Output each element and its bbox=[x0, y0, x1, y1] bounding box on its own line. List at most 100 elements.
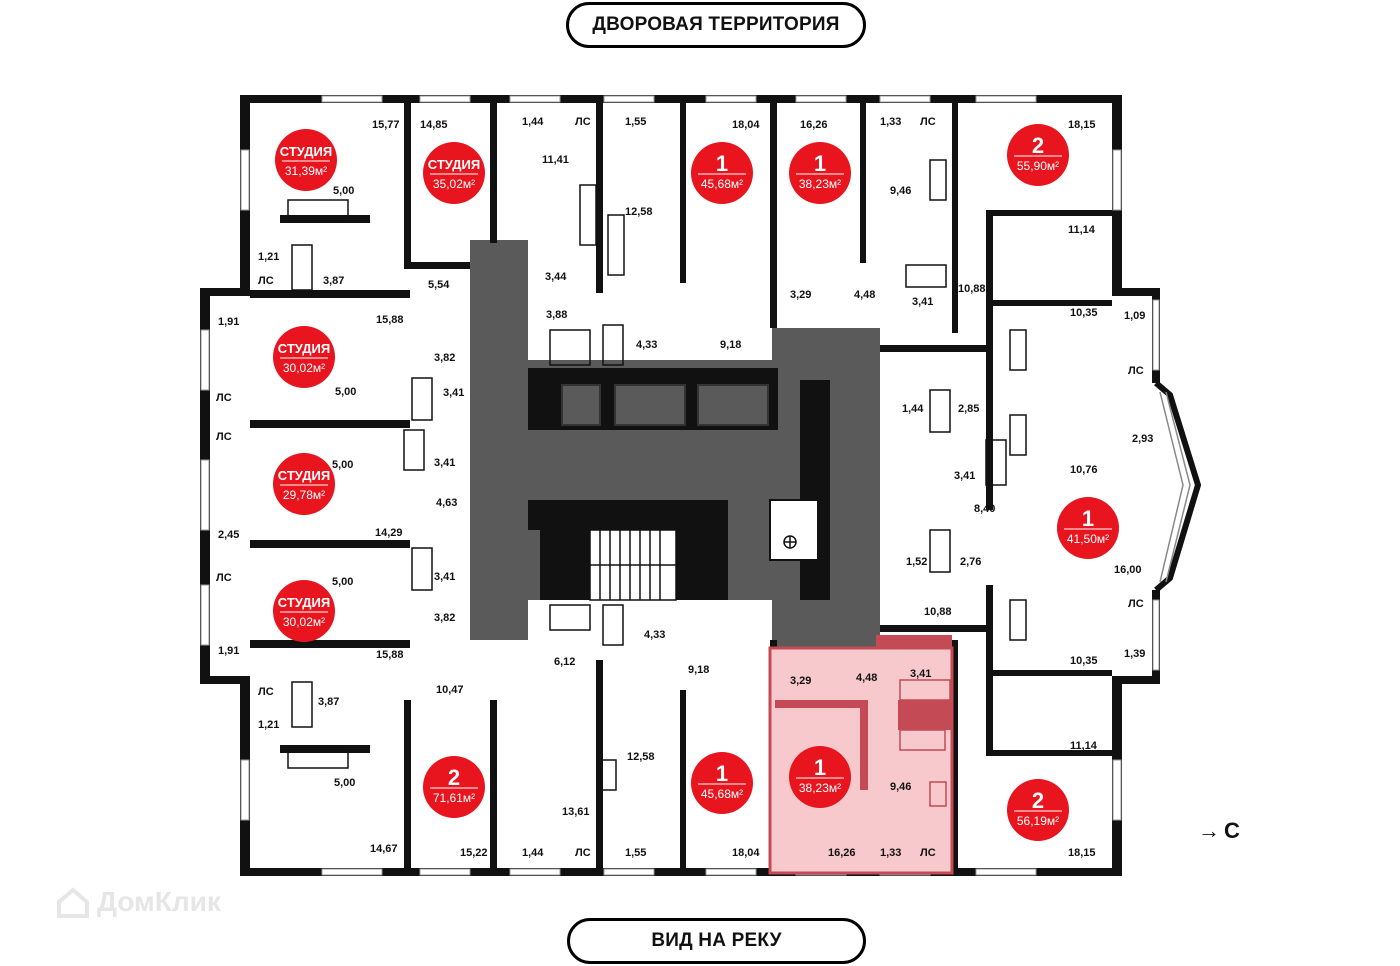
badge-rooms: 1 bbox=[814, 755, 826, 780]
room-area: 5,00 bbox=[332, 576, 353, 588]
apartment-badge[interactable]: 271,61м² bbox=[423, 756, 485, 818]
lc-label: ЛС bbox=[258, 686, 274, 698]
badge-circle bbox=[423, 756, 485, 818]
room-area: 2,93 bbox=[1132, 433, 1153, 445]
room-area: 3,88 bbox=[546, 309, 567, 321]
lc-label: ЛС bbox=[920, 847, 936, 859]
badge-circle bbox=[1007, 124, 1069, 186]
apartment-badge[interactable]: 145,68м² bbox=[691, 142, 753, 204]
arrow-right-icon: → bbox=[1198, 818, 1220, 843]
apartment-badge[interactable]: 141,50м² bbox=[1057, 497, 1119, 559]
room-area: 1,55 bbox=[625, 116, 646, 128]
room-area: 14,29 bbox=[375, 527, 403, 539]
room-area: 18,04 bbox=[732, 119, 760, 131]
badge-rooms: 1 bbox=[1082, 506, 1094, 531]
room-area: 3,29 bbox=[790, 675, 811, 687]
badge-circle bbox=[275, 129, 337, 191]
room-area: 1,33 bbox=[880, 847, 901, 859]
lc-label: ЛС bbox=[575, 116, 591, 128]
room-area: 10,47 bbox=[436, 684, 464, 696]
room-area: 4,63 bbox=[436, 497, 457, 509]
room-area: 11,14 bbox=[1068, 224, 1096, 236]
room-area: 1,39 bbox=[1124, 648, 1145, 660]
badge-rooms: 1 bbox=[716, 761, 728, 786]
room-area: 16,00 bbox=[1114, 564, 1142, 576]
room-area: 5,00 bbox=[332, 459, 353, 471]
badge-rooms: 2 bbox=[1032, 133, 1044, 158]
room-area: 1,91 bbox=[218, 645, 239, 657]
room-area: 3,41 bbox=[443, 387, 464, 399]
house-icon bbox=[57, 887, 89, 918]
room-area: 1,52 bbox=[906, 556, 927, 568]
room-area: 10,35 bbox=[1070, 307, 1098, 319]
staircase bbox=[589, 529, 677, 601]
room-area: 9,46 bbox=[890, 781, 911, 793]
badge-circle bbox=[691, 752, 753, 814]
north-indicator: → С bbox=[1198, 818, 1240, 844]
badge-rooms: 2 bbox=[448, 765, 460, 790]
fixtures bbox=[287, 159, 1027, 791]
room-area: 5,00 bbox=[333, 185, 354, 197]
badge-area: 30,02м² bbox=[283, 615, 325, 629]
watermark: ДомКлик bbox=[55, 886, 221, 918]
room-area: 3,87 bbox=[318, 696, 339, 708]
room-area: 11,41 bbox=[542, 154, 569, 166]
room-area: 15,88 bbox=[376, 649, 404, 661]
room-area: 5,00 bbox=[335, 386, 356, 398]
room-area: 3,41 bbox=[434, 571, 455, 583]
room-area: 6,12 bbox=[554, 656, 575, 668]
badge-circle bbox=[789, 142, 851, 204]
lc-label: ЛС bbox=[216, 572, 232, 584]
room-area: 9,18 bbox=[720, 339, 741, 351]
room-area: 4,48 bbox=[854, 289, 875, 301]
badge-area: 45,68м² bbox=[701, 787, 743, 801]
badge-area: 55,90м² bbox=[1017, 159, 1059, 173]
lc-label: ЛС bbox=[1128, 598, 1144, 610]
room-area: 18,15 bbox=[1068, 119, 1096, 131]
river-view-label: ВИД НА РЕКУ bbox=[567, 918, 866, 964]
badge-rooms: 1 bbox=[716, 151, 728, 176]
room-area: 4,33 bbox=[644, 629, 665, 641]
apartment-badge[interactable]: СТУДИЯ 30,02м² bbox=[273, 580, 335, 642]
room-area: 1,91 bbox=[218, 316, 239, 328]
apartment-badge[interactable]: 138,23м² bbox=[789, 746, 851, 808]
apartment-badge[interactable]: 255,90м² bbox=[1007, 124, 1069, 186]
apartment-badge[interactable]: 145,68м² bbox=[691, 752, 753, 814]
room-area: 1,09 bbox=[1124, 310, 1145, 322]
watermark-text: ДомКлик bbox=[97, 886, 221, 917]
room-area: 18,15 bbox=[1068, 847, 1096, 859]
badge-circle bbox=[273, 580, 335, 642]
room-area: 9,18 bbox=[688, 664, 709, 676]
lc-label: ЛС bbox=[216, 431, 232, 443]
badge-rooms: СТУДИЯ bbox=[280, 144, 332, 159]
room-area: 3,87 bbox=[323, 275, 344, 287]
lc-label: ЛС bbox=[1128, 365, 1144, 377]
room-area: 1,44 bbox=[522, 847, 544, 859]
apartment-badge[interactable]: 138,23м² bbox=[789, 142, 851, 204]
badge-circle bbox=[273, 453, 335, 515]
badge-rooms: СТУДИЯ bbox=[278, 595, 330, 610]
room-area: 16,26 bbox=[828, 847, 856, 859]
room-area: 3,82 bbox=[434, 612, 455, 624]
room-area: 10,88 bbox=[924, 606, 952, 618]
room-area: 3,41 bbox=[912, 296, 933, 308]
apartment-badge[interactable]: 256,19м² bbox=[1007, 779, 1069, 841]
room-area: 5,00 bbox=[334, 777, 355, 789]
badge-circle bbox=[273, 326, 335, 388]
room-area: 2,45 bbox=[218, 529, 239, 541]
badge-rooms: 2 bbox=[1032, 788, 1044, 813]
badge-circle bbox=[691, 142, 753, 204]
badge-rooms: 1 bbox=[814, 151, 826, 176]
room-area: 12,58 bbox=[625, 206, 653, 218]
room-area: 3,41 bbox=[910, 668, 931, 680]
room-area: 16,26 bbox=[800, 119, 828, 131]
badge-area: 45,68м² bbox=[701, 177, 743, 191]
room-area: 4,33 bbox=[636, 339, 657, 351]
lc-label: ЛС bbox=[575, 847, 591, 859]
room-area: 15,22 bbox=[460, 847, 488, 859]
